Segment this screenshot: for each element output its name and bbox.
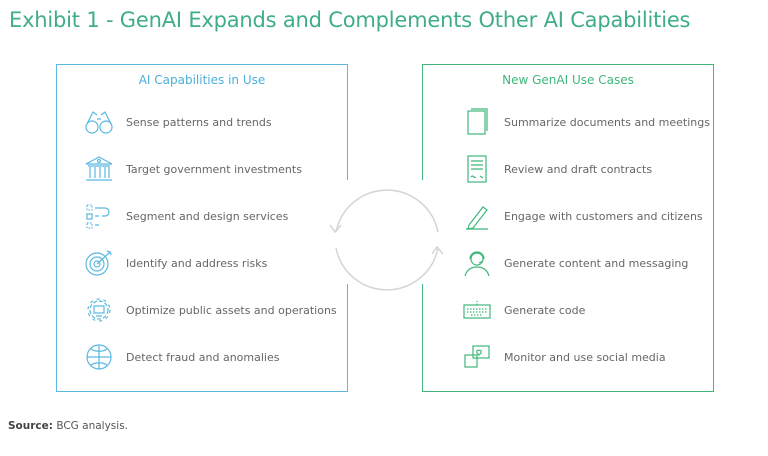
border-gap [344, 180, 350, 284]
border-gap [419, 180, 425, 284]
page-title: Exhibit 1 - GenAI Expands and Complement… [9, 8, 691, 32]
genai-use-cases-box: New GenAI Use Cases Summarize documents … [422, 64, 714, 392]
list-item: Optimize public assets and operations [83, 295, 337, 325]
segment-flow-icon [86, 204, 110, 229]
government-building-icon [85, 156, 113, 181]
list-item: Segment and design services [83, 201, 288, 231]
list-item: Identify and address risks [83, 248, 267, 278]
cycle-arrows-icon [329, 189, 444, 291]
list-item: Generate content and messaging [461, 248, 688, 278]
contract-icon [467, 155, 487, 183]
list-item: Monitor and use social media [461, 342, 666, 372]
box-heading: AI Capabilities in Use [138, 73, 266, 87]
list-item: Detect fraud and anomalies [83, 342, 279, 372]
social-chat-icon [464, 345, 490, 368]
headset-person-icon [464, 251, 490, 277]
box-heading: New GenAI Use Cases [502, 73, 634, 87]
source-note: Source: BCG analysis. [8, 420, 128, 432]
globe-icon [86, 344, 112, 370]
binoculars-icon [85, 111, 113, 134]
gear-icon [87, 298, 111, 322]
ai-capabilities-box: AI Capabilities in Use Sense patterns an… [56, 64, 348, 392]
list-item: Target government investments [83, 154, 302, 184]
list-item: Review and draft contracts [461, 154, 652, 184]
list-item: Generate code [461, 295, 585, 325]
list-item: Summarize documents and meetings [461, 107, 710, 137]
pen-icon [466, 206, 488, 230]
target-icon [85, 250, 112, 276]
list-item: Sense patterns and trends [83, 107, 272, 137]
documents-icon [467, 108, 488, 135]
list-item: Engage with customers and citizens [461, 201, 703, 231]
keyboard-icon [463, 301, 491, 319]
